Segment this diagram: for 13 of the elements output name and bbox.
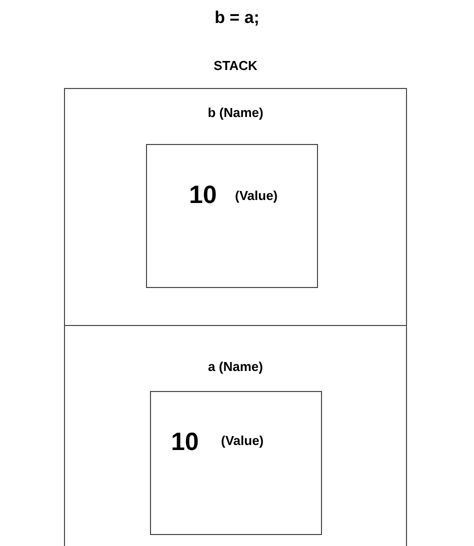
- value-text: 10: [171, 428, 199, 457]
- value-text: 10: [189, 181, 217, 210]
- value-box: [150, 391, 322, 535]
- stack-frame: [64, 325, 407, 546]
- name-label: a (Name): [207, 359, 264, 374]
- value-box: [146, 144, 318, 288]
- heading: STACK: [212, 58, 258, 73]
- name-label: b (Name): [206, 105, 264, 120]
- stack: [64, 58, 407, 546]
- value-label: (Value): [221, 433, 264, 448]
- stack-frame: [64, 88, 407, 326]
- value-label: (Value): [235, 188, 278, 203]
- title: b = a;: [214, 8, 260, 28]
